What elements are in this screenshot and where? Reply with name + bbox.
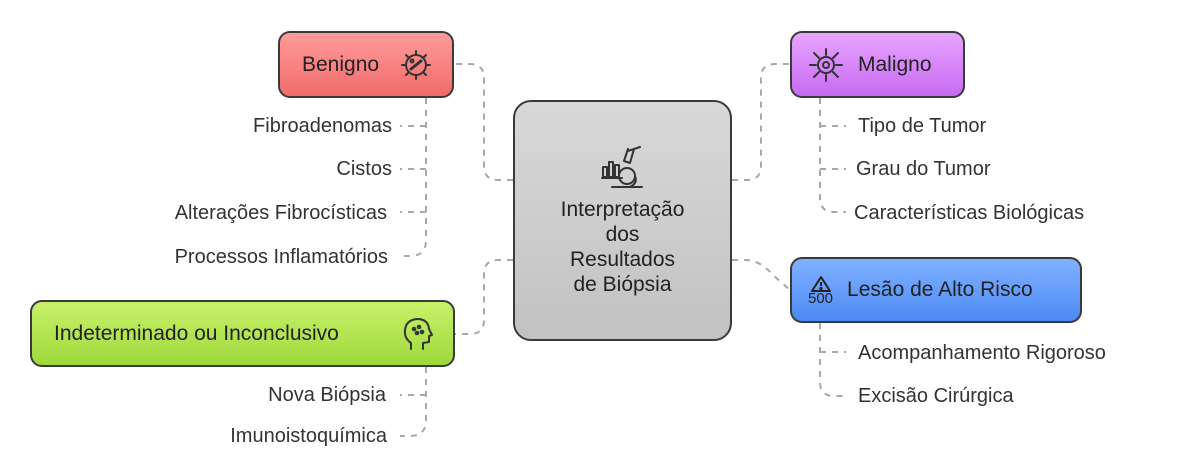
alto-risco-label: Lesão de Alto Risco xyxy=(847,278,1033,301)
center-line-4: de Biópsia xyxy=(573,272,672,296)
benigno-item: Alterações Fibrocísticas xyxy=(174,202,387,224)
maligno-node: Maligno xyxy=(790,31,965,98)
benigno-item: Fibroadenomas xyxy=(253,115,392,137)
indeterminado-label: Indeterminado ou Inconclusivo xyxy=(54,321,339,345)
indeterminado-node: Indeterminado ou Inconclusivo xyxy=(30,300,455,367)
center-line-3: Resultados xyxy=(569,247,676,271)
bacteria-icon xyxy=(398,47,434,83)
indeterminado-item: Imunoistoquímica xyxy=(230,425,387,447)
center-node: Interpretação dos Resultados de Biópsia xyxy=(513,100,732,341)
maligno-item: Grau do Tumor xyxy=(856,158,991,180)
benigno-node: Benigno xyxy=(278,31,454,98)
alto-risco-item: Acompanhamento Rigoroso xyxy=(858,342,1106,364)
center-line-1: Interpretação xyxy=(560,197,685,221)
center-line-2: dos xyxy=(605,222,640,246)
maligno-label: Maligno xyxy=(858,52,932,76)
maligno-item: Características Biológicas xyxy=(854,202,1085,224)
virus-cell-icon xyxy=(808,47,844,83)
alto-risco-node: 500 Lesão de Alto Risco xyxy=(790,257,1082,323)
head-thinking-icon xyxy=(401,316,435,352)
maligno-item: Tipo de Tumor xyxy=(858,115,987,137)
microscope-chart-icon xyxy=(600,145,646,191)
benigno-label: Benigno xyxy=(302,52,380,76)
warning-500-text: 500 xyxy=(808,290,834,307)
benigno-item: Cistos xyxy=(336,158,392,180)
warning-500-icon: 500 xyxy=(808,275,834,307)
alto-risco-item: Excisão Cirúrgica xyxy=(858,385,1014,407)
indeterminado-item: Nova Biópsia xyxy=(268,384,386,406)
benigno-item: Processos Inflamatórios xyxy=(174,246,388,268)
